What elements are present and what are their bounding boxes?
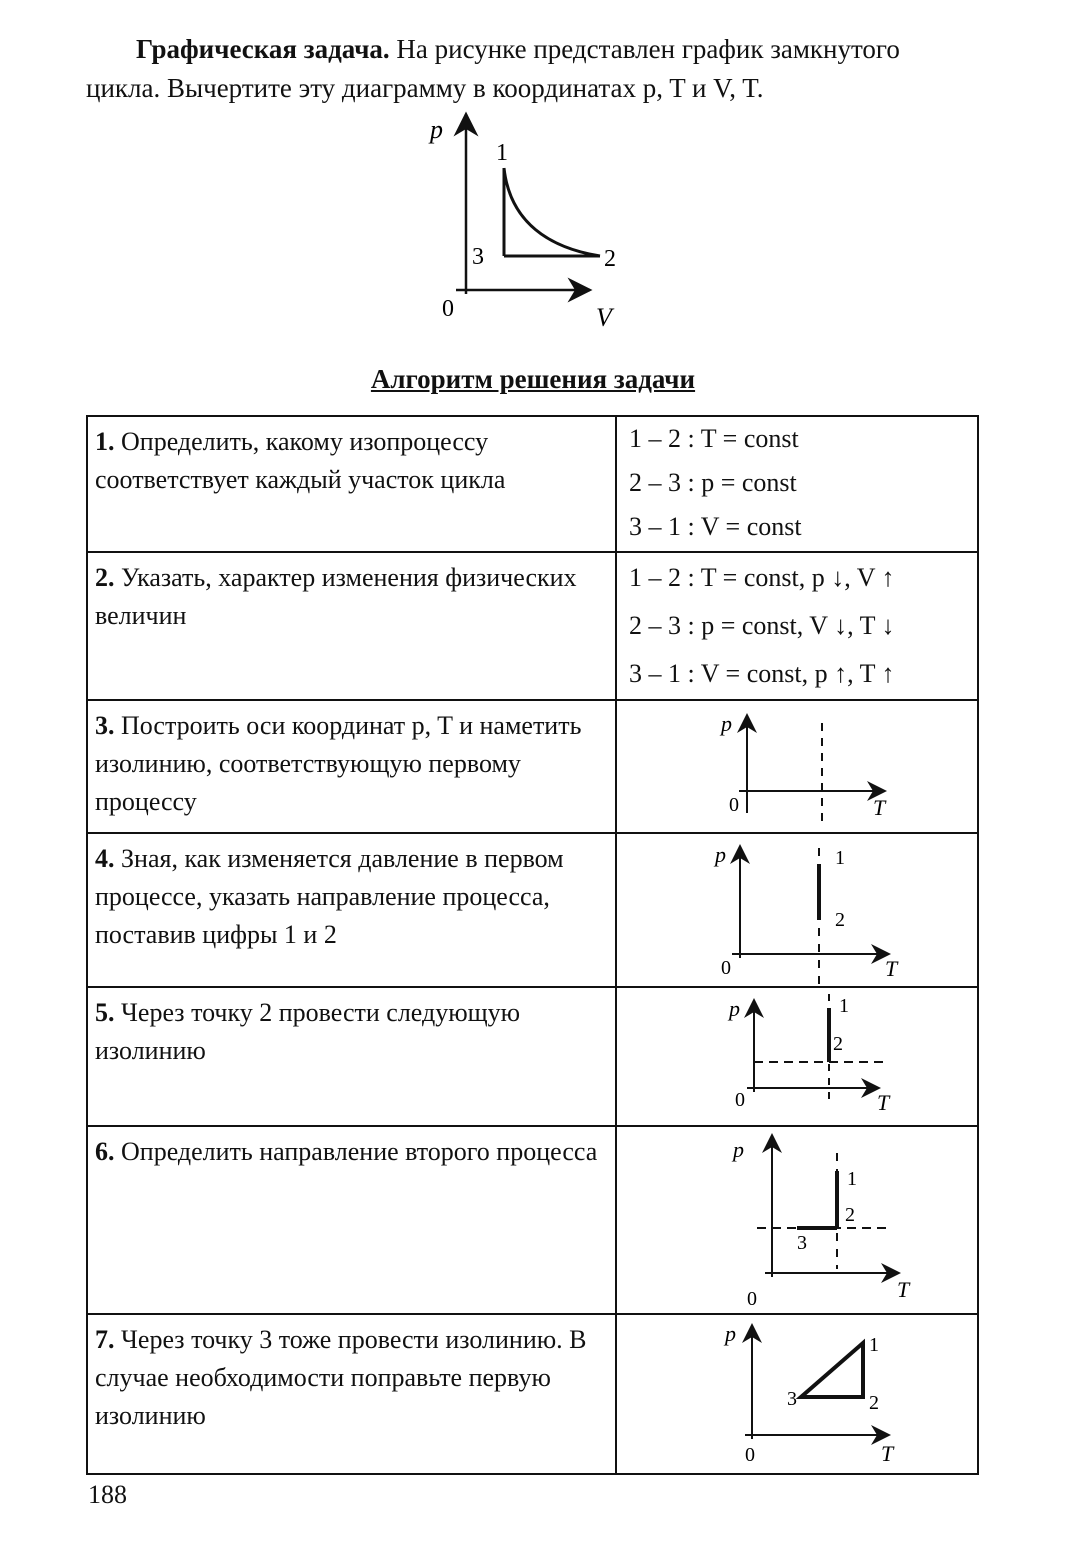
page-number: 188: [88, 1480, 127, 1509]
figure-cell: p T 0 1 2: [615, 832, 979, 988]
point-2-label: 2: [604, 246, 616, 272]
p-axis-label: p: [731, 1137, 744, 1162]
step-number: 6.: [95, 1137, 115, 1166]
v-axis-label: V: [596, 303, 615, 332]
origin-label: 0: [747, 1288, 757, 1310]
figure-cell: p T 0 1 2 3: [615, 1313, 979, 1475]
point-3-label: 3: [787, 1388, 797, 1410]
step-number: 2.: [95, 563, 115, 592]
step-text: Указать, характер изменения физических в…: [95, 563, 577, 630]
table-row: 1. Определить, какому изопроцессу соотве…: [86, 415, 979, 553]
point-2-label: 2: [835, 909, 845, 931]
point-2-label: 2: [869, 1392, 879, 1414]
table-row: 2. Указать, характер изменения физически…: [86, 551, 979, 701]
p-axis-label: p: [723, 1321, 736, 1346]
answer-line: 3 – 1 : V = const: [629, 512, 802, 541]
point-3-label: 3: [797, 1232, 807, 1254]
step-cell: 3. Построить оси координат p, T и намети…: [86, 699, 617, 834]
pt-isobar-through-2-diagram: p T 0 1 2: [727, 994, 891, 1115]
p-axis-label: p: [719, 711, 732, 736]
figure-cell: p T 0 1 2 3: [615, 1125, 979, 1315]
table-row: 4. Зная, как изменяется давление в перво…: [86, 832, 979, 988]
origin-label: 0: [735, 1089, 745, 1111]
t-axis-label: T: [877, 1090, 891, 1115]
table-row: 7. Через точку 3 тоже провести изолинию.…: [86, 1313, 979, 1475]
table-row: 3. Построить оси координат p, T и намети…: [86, 699, 979, 834]
pt-axes-diagram: p T 0: [719, 711, 887, 827]
step-cell: 2. Указать, характер изменения физически…: [86, 551, 617, 701]
answer-line: 1 – 2 : T = const: [629, 424, 799, 453]
step-text: Определить, какому изопроцессу соответст…: [95, 427, 506, 494]
step-number: 7.: [95, 1325, 115, 1354]
step-number: 4.: [95, 844, 115, 873]
table-row: 5. Через точку 2 провести следующую изол…: [86, 986, 979, 1127]
algorithm-heading: Алгоритм решения задачи: [370, 364, 696, 394]
intro-line2: цикла. Вычертите эту диаграмму в координ…: [86, 73, 764, 103]
cycle-triangle: [795, 1338, 865, 1399]
step-text: Зная, как изменяется давление в первом п…: [95, 844, 564, 949]
step-number: 5.: [95, 998, 115, 1027]
t-axis-label: T: [873, 795, 887, 820]
step-number: 3.: [95, 711, 115, 740]
step-number: 1.: [95, 427, 115, 456]
point-3-label: 3: [472, 244, 484, 270]
answer-cell: 1 – 2 : T = const 2 – 3 : p = const 3 – …: [615, 415, 979, 553]
step-cell: 6. Определить направление второго процес…: [86, 1125, 617, 1315]
algorithm-table: 1. Определить, какому изопроцессу соотве…: [86, 415, 979, 1475]
pt-complete-cycle-diagram: p T 0 1 2 3: [723, 1321, 895, 1466]
answer-line: 1 – 2 : T = const, p ↓, V ↑: [629, 563, 895, 592]
point-2-label: 2: [845, 1204, 855, 1226]
answer-line: 2 – 3 : p = const, V ↓, T ↓: [629, 611, 895, 640]
intro-paragraph: Графическая задача. На рисунке представл…: [86, 30, 996, 108]
origin-label: 0: [745, 1444, 755, 1466]
p-axis-label: p: [727, 996, 740, 1021]
intro-line1: На рисунке представлен график замкнутого: [389, 34, 900, 64]
t-axis-label: T: [897, 1277, 911, 1302]
pt-process-1-2-diagram: p T 0 1 2: [713, 842, 899, 984]
pt-process-2-3-diagram: p T 0 1 2 3: [731, 1133, 911, 1310]
step-cell: 1. Определить, какому изопроцессу соотве…: [86, 415, 617, 553]
step-text: Через точку 3 тоже провести изолинию. В …: [95, 1325, 587, 1430]
step-text: Определить направление второго процесса: [121, 1137, 598, 1166]
point-1-label: 1: [839, 995, 849, 1017]
step-text: Через точку 2 провести следующую изолини…: [95, 998, 521, 1065]
pv-cycle-diagram: p V 0 1 2 3: [428, 111, 616, 332]
step-cell: 5. Через точку 2 провести следующую изол…: [86, 986, 617, 1127]
origin-label: 0: [729, 794, 739, 816]
t-axis-label: T: [881, 1441, 895, 1466]
point-1-label: 1: [869, 1334, 879, 1356]
point-1-label: 1: [835, 847, 845, 869]
point-1-label: 1: [847, 1168, 857, 1190]
figure-cell: p T 0 1 2: [615, 986, 979, 1127]
figure-cell: p T 0: [615, 699, 979, 834]
origin-label: 0: [442, 296, 454, 322]
problem-title: Графическая задача.: [136, 34, 390, 64]
p-axis-label: p: [713, 842, 726, 867]
step-cell: 4. Зная, как изменяется давление в перво…: [86, 832, 617, 988]
p-axis-label: p: [428, 115, 443, 144]
answer-line: 2 – 3 : p = const: [629, 468, 797, 497]
table-row: 6. Определить направление второго процес…: [86, 1125, 979, 1315]
step-cell: 7. Через точку 3 тоже провести изолинию.…: [86, 1313, 617, 1475]
origin-label: 0: [721, 957, 731, 979]
point-2-label: 2: [833, 1033, 843, 1055]
point-1-label: 1: [496, 140, 508, 166]
isotherm-curve: [502, 167, 601, 258]
answer-line: 3 – 1 : V = const, p ↑, T ↑: [629, 659, 895, 688]
answer-cell: 1 – 2 : T = const, p ↓, V ↑ 2 – 3 : p = …: [615, 551, 979, 701]
step-text: Построить оси координат p, T и наметить …: [95, 711, 582, 816]
t-axis-label: T: [885, 956, 899, 981]
